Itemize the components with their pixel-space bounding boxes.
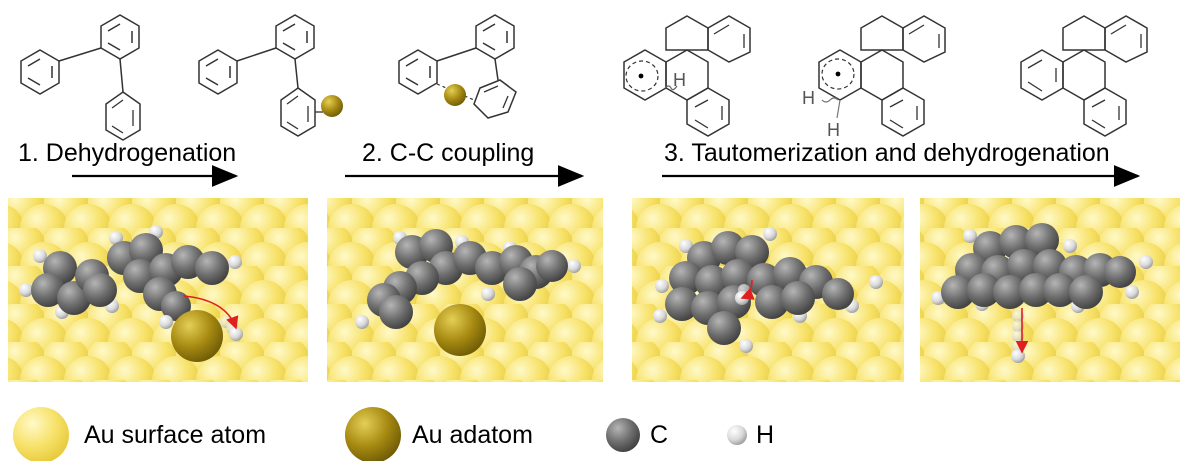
legend-au-adatom-swatch [345, 407, 401, 461]
legend-au-adatom-label: Au adatom [412, 421, 533, 449]
structure-1-terphenyl [20, 14, 141, 141]
structure-4-radical-h: H [623, 15, 751, 137]
step-2-label: 2. C-C coupling [362, 139, 535, 167]
structure-3-coupling [398, 14, 517, 119]
legend-au-surface-swatch [13, 407, 69, 461]
step-1-label: 1. Dehydrogenation [18, 139, 237, 167]
structure-5-tautomer: H H [802, 15, 946, 140]
legend-carbon-swatch [606, 418, 640, 452]
legend-au-surface-label: Au surface atom [84, 421, 267, 449]
structure-h-label: H [673, 70, 686, 90]
legend-hydrogen-label: H [756, 421, 775, 449]
panel-3-snapshot [632, 198, 904, 382]
structure-6-triphenylene [1020, 15, 1148, 137]
structure-2-adatom-bound [198, 14, 343, 137]
legend-hydrogen-swatch [727, 425, 747, 445]
step-3-label: 3. Tautomerization and dehydrogenation [664, 139, 1110, 167]
panel-1-snapshot [8, 198, 308, 382]
legend-carbon-label: C [650, 421, 669, 449]
panel-4-snapshot [920, 198, 1180, 382]
structure-h-label: H [802, 88, 815, 108]
structure-h-label: H [827, 120, 840, 140]
panel-2-snapshot [327, 198, 603, 382]
